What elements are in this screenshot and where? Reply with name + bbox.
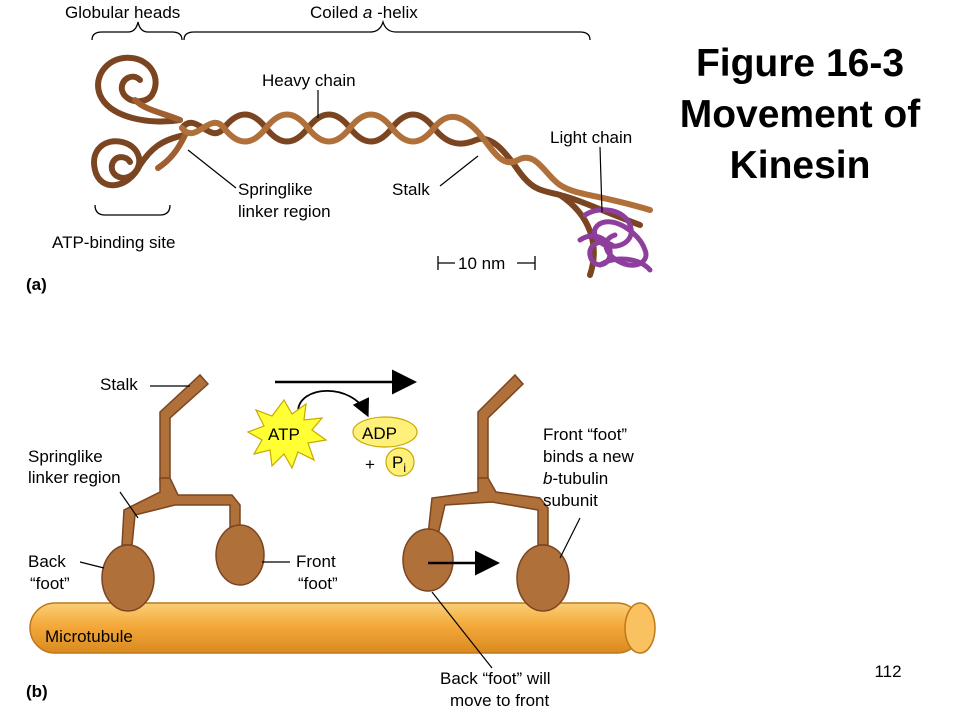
back-foot-leader [79,561,105,569]
plus-sign: + [365,455,375,474]
back-move-leader [431,591,493,669]
adp-oval [352,416,418,448]
springlike-leader-b [119,491,139,519]
kinesin-right [402,373,570,612]
atp-label: ATP [268,425,300,444]
panel-a-label: (a) [26,275,47,294]
front-binds-label-line4: subunit [543,491,598,510]
front-foot-label-line1: Front [296,552,336,571]
beta-greek: b [543,469,552,488]
front-binds-label-line3: b-tubulin [543,469,608,488]
front-foot-right [516,544,570,612]
panel-a-frame [18,0,658,295]
pi-main: P [392,453,403,472]
coiled-helix-label: Coiled a -helix [310,3,418,22]
front-binds-label-line1: Front “foot” [543,425,627,444]
front-foot-left [215,524,265,586]
panel-a: Globular heads Coiled a -helix Heavy cha… [18,0,658,295]
light-chain-label: Light chain [550,128,632,147]
globular-head-upper [95,54,183,125]
slide-page-number: 112 [874,662,902,681]
back-foot-right [402,528,454,592]
heavy-chain-tail [557,192,597,278]
heavy-chain-coil [179,111,653,228]
pi-sub: i [403,461,406,475]
panel-b-label: (b) [26,682,48,701]
slide-title-line2: Movement of [679,93,921,136]
globular-heads-label: Globular heads [65,3,180,22]
springlike-label-b-line1: Springlike [28,447,103,466]
coiled-prefix: Coiled [310,3,363,22]
springlike-label-a-line1: Springlike [238,180,313,199]
atp-binding-site-label: ATP-binding site [52,233,175,252]
stalk-leader-a [439,155,479,187]
front-binds-leader [559,517,581,559]
microtubule-label: Microtubule [45,627,133,646]
hydrolysis-curve-arrow [297,390,370,418]
springlike-label-b-line2: linker region [28,468,121,487]
globular-heads-bracket [91,21,183,41]
stalk-label-b: Stalk [100,375,138,394]
globular-head-lower [91,132,188,189]
atp-starburst [246,398,328,470]
atp-site-bracket [94,204,171,216]
tubulin-text: -tubulin [552,469,608,488]
front-foot-label-line2: “foot” [298,574,338,593]
microtubule-end [624,602,656,654]
adp-label: ADP [362,424,397,443]
heavy-chain-label: Heavy chain [262,71,356,90]
coiled-helix-bracket [183,19,591,41]
scale-bar-label: 10 nm [458,254,505,273]
slide-title-line1: Figure 16-3 [695,42,905,85]
back-foot-label-line1: Back [28,552,66,571]
stalk-label-a: Stalk [392,180,430,199]
light-chain-tangle [577,207,653,273]
back-foot-left [101,544,155,612]
scale-bar [437,256,536,270]
microtubule [29,602,656,654]
back-foot-label-line2: “foot” [30,574,70,593]
coiled-suffix: -helix [372,3,418,22]
light-chain-leader [599,146,603,213]
slide-title-line3: Kinesin [729,144,871,187]
coiled-greek: a [363,3,372,22]
pi-circle [385,447,415,477]
springlike-label-a-line2: linker region [238,202,331,221]
back-move-label-line1: Back “foot” will [440,669,551,688]
back-move-label-line2: move to front [450,691,549,710]
pi-label: Pi [392,453,406,475]
slide-title: Figure 16-3 Movement of Kinesin [650,38,950,191]
front-binds-label-line2: binds a new [543,447,634,466]
panel-b: Microtubule ATP ADP + Pi [26,369,656,710]
springlike-leader-a [187,149,237,189]
kinesin-left [101,373,265,612]
